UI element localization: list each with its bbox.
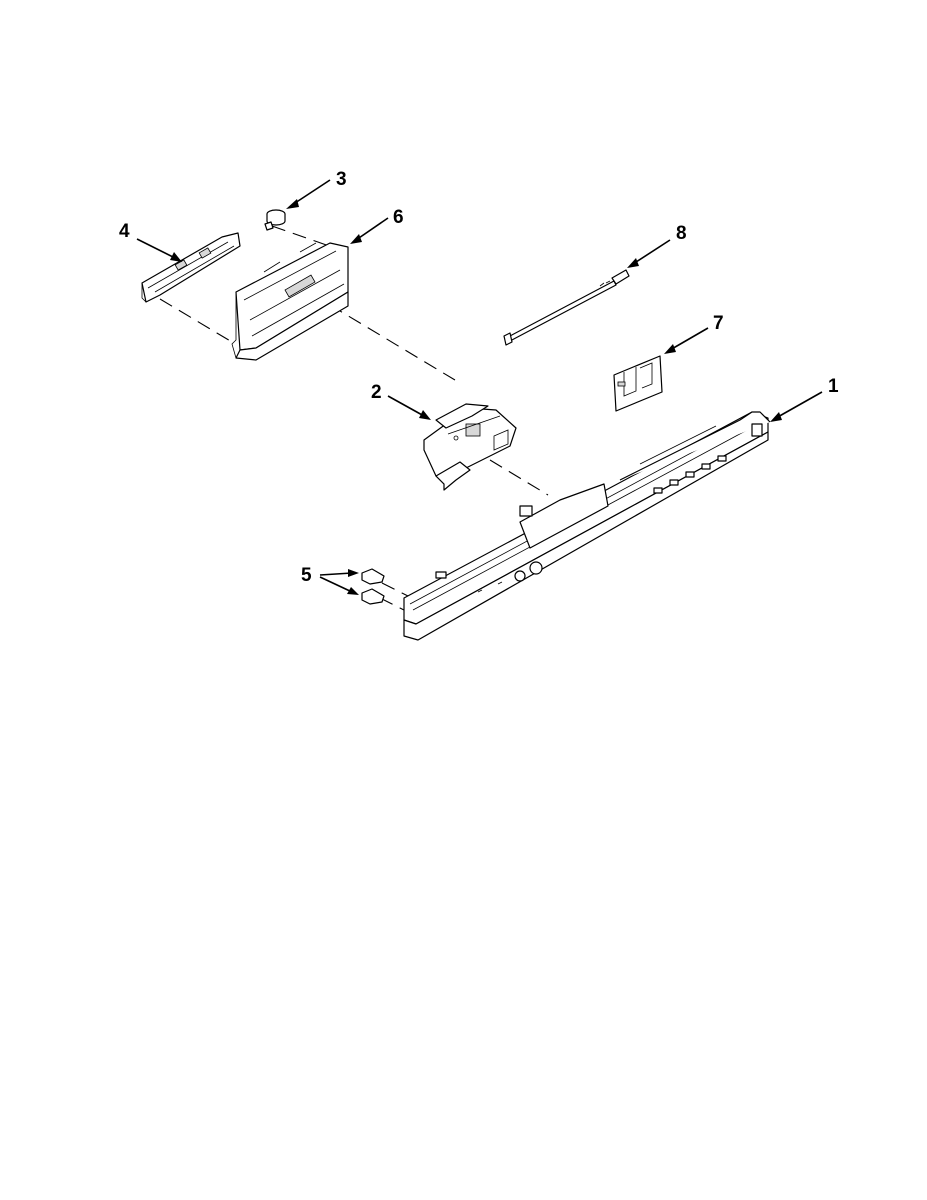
callout-4[interactable]: 4: [119, 221, 130, 242]
part-3-thermistor[interactable]: [264, 209, 286, 231]
part-8-rod[interactable]: [503, 269, 630, 346]
leader-arrows: [136, 179, 823, 595]
callout-1[interactable]: 1: [828, 376, 839, 397]
part-5-screws[interactable]: [361, 568, 385, 605]
callout-8[interactable]: 8: [676, 223, 687, 244]
button-row: [653, 455, 727, 494]
part-4-ui-board[interactable]: [141, 232, 241, 303]
part-2-housing[interactable]: [423, 403, 517, 491]
callout-6[interactable]: 6: [393, 207, 404, 228]
callout-7[interactable]: 7: [713, 313, 724, 334]
assembly-lines: [159, 225, 549, 612]
part-1-console[interactable]: [403, 411, 771, 641]
part-6-control-board[interactable]: [231, 242, 349, 361]
callout-5[interactable]: 5: [301, 565, 312, 586]
part-7-bracket[interactable]: [613, 355, 663, 412]
callout-2[interactable]: 2: [371, 382, 382, 403]
callout-3[interactable]: 3: [336, 169, 347, 190]
